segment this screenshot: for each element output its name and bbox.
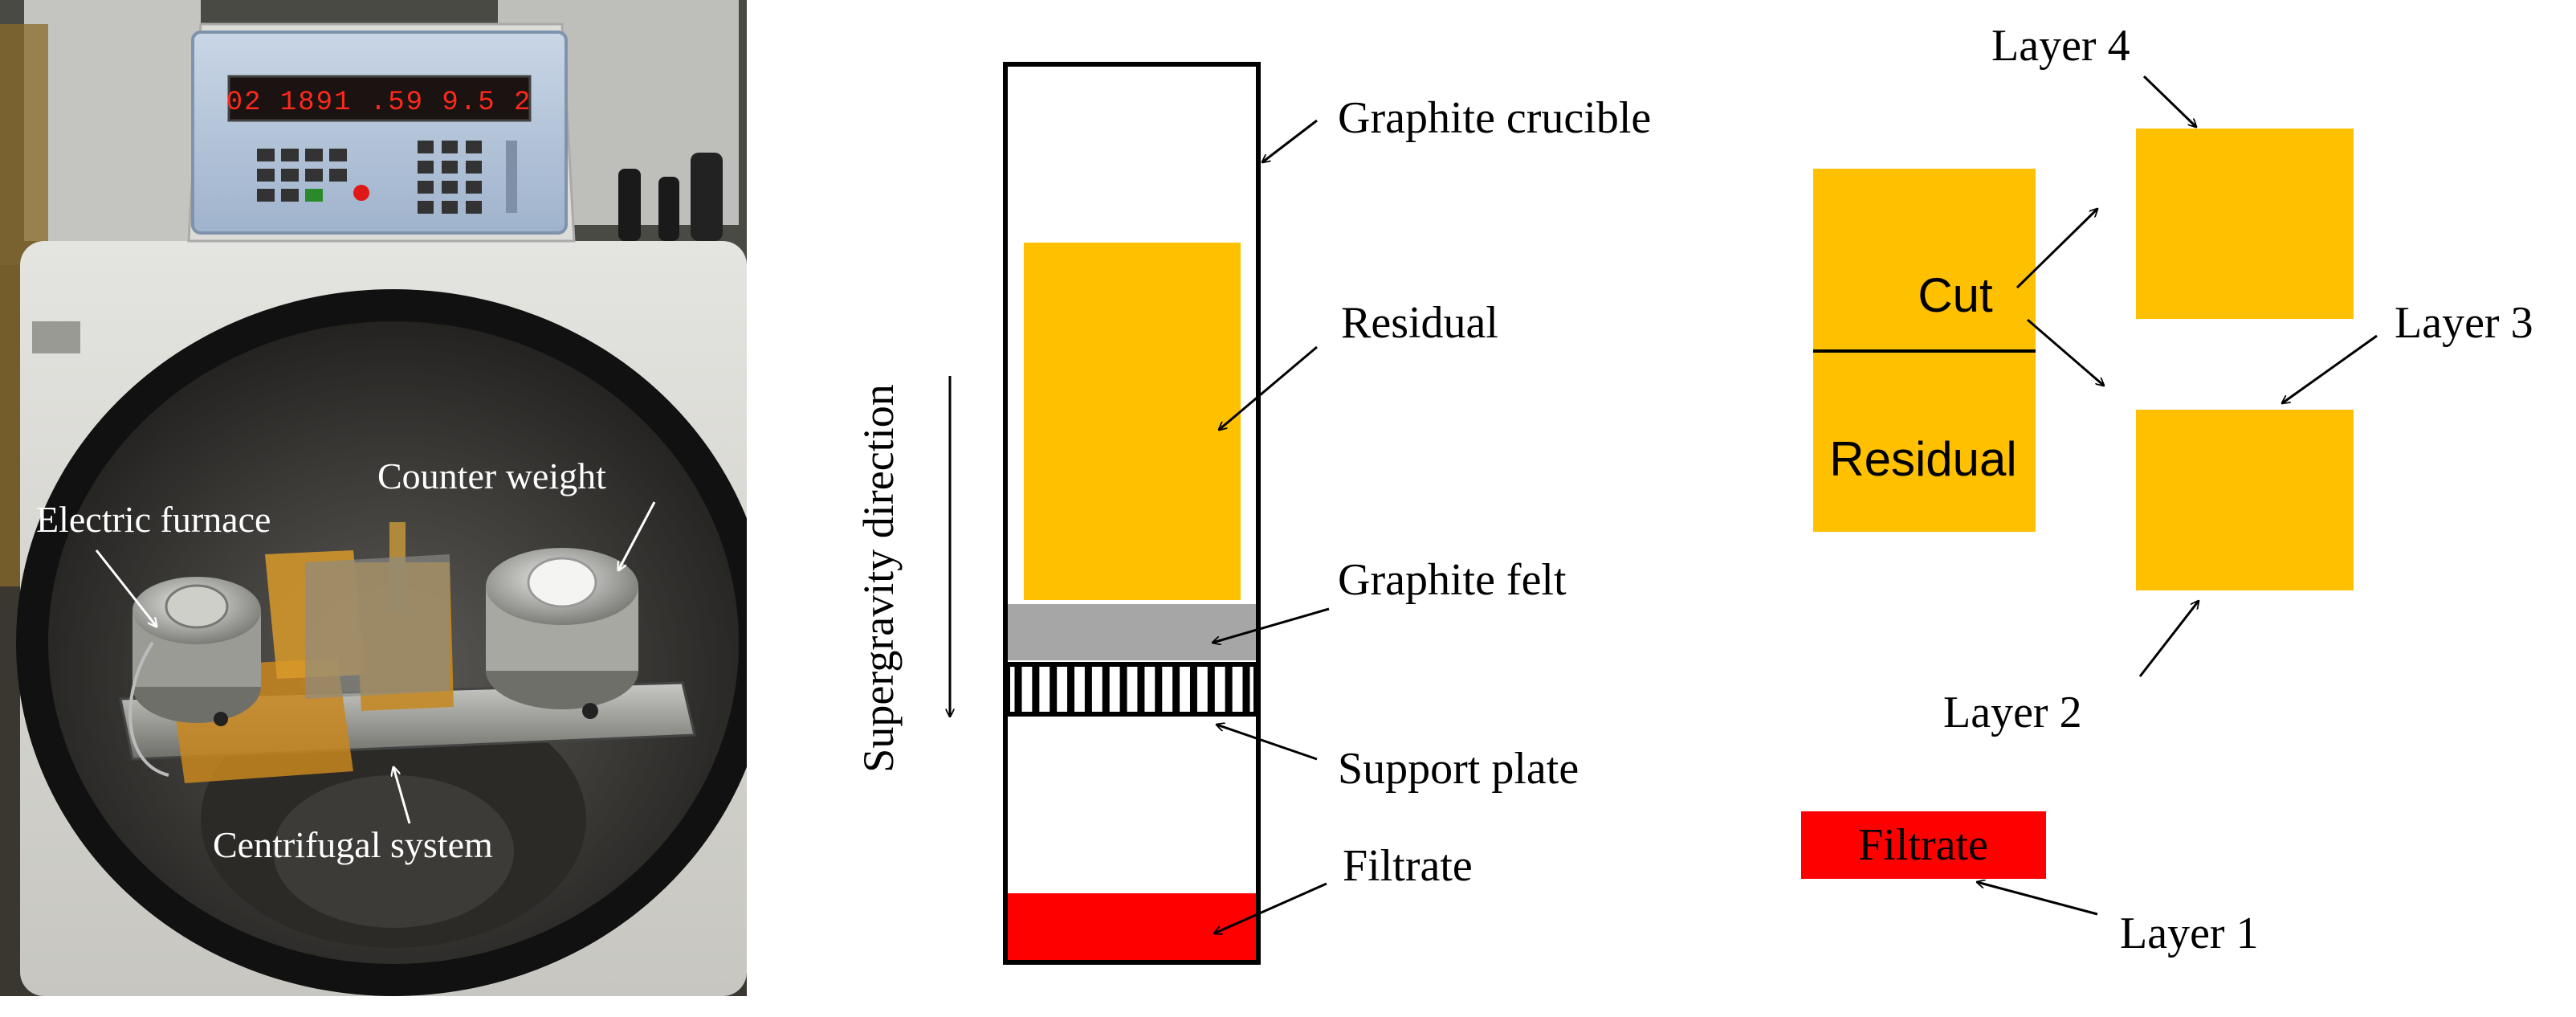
crucible-filtrate <box>1008 893 1256 960</box>
label-counter-weight: Counter weight <box>377 455 606 496</box>
arrow-graphite-felt <box>1213 607 1330 643</box>
arrow-layer-1 <box>1977 882 2098 916</box>
crucible-graphite-felt <box>1008 604 1256 660</box>
crucible-support-plate <box>1005 662 1258 717</box>
keypad-right <box>418 141 517 214</box>
layer-4-block <box>2136 129 2354 319</box>
arrow-filtrate <box>1214 882 1327 933</box>
label-centrifugal-system: Centrifugal system <box>213 824 493 865</box>
arrow-layer-4 <box>2142 75 2196 127</box>
crucible-residual <box>1024 243 1241 600</box>
control-panel: 02 1891 .59 9.5 2 <box>187 22 576 243</box>
rotor-assembly <box>119 522 696 783</box>
arrow-layer-2 <box>2138 601 2199 677</box>
label-filtrate: Filtrate <box>1343 841 1473 891</box>
label-supergravity-direction: Supergravity direction <box>854 384 903 772</box>
arrow-cut-to-layer-4 <box>2016 209 2097 289</box>
arrow-centrifugal-system <box>393 767 411 824</box>
arrow-electric-furnace <box>95 549 157 627</box>
keypad-left <box>257 149 369 202</box>
arrow-counter-weight <box>618 501 656 570</box>
centrifuge-photo: 02 1891 .59 9.5 2 <box>0 0 747 996</box>
layers-diagram: Cut Residual Layer 4 Layer 3 Layer 2 Fil… <box>1801 21 2533 958</box>
arrow-cut-to-layer-3 <box>2027 318 2104 386</box>
label-electric-furnace: Electric furnace <box>36 499 271 540</box>
label-layer-4: Layer 4 <box>1991 21 2130 71</box>
label-residual: Residual <box>1341 298 1498 348</box>
label-graphite-felt: Graphite felt <box>1338 555 1567 605</box>
filtrate-block <box>1801 811 2046 879</box>
arrow-support-plate <box>1217 725 1318 761</box>
svg-text:02 1891 .59 9.5 2: 02 1891 .59 9.5 2 <box>226 88 532 118</box>
label-block-filtrate: Filtrate <box>1858 820 1988 870</box>
layer-3-block <box>2136 410 2354 590</box>
label-block-residual: Residual <box>1829 432 2016 486</box>
label-cut: Cut <box>1918 268 1993 322</box>
digital-display <box>227 75 532 122</box>
crucible-diagram: Supergravity direction Graphite crucible… <box>854 62 1651 965</box>
label-support-plate: Support plate <box>1338 744 1579 794</box>
arrow-residual <box>1219 345 1318 430</box>
arrow-layer-3 <box>2282 334 2378 403</box>
label-layer-3: Layer 3 <box>2395 298 2533 348</box>
label-graphite-crucible: Graphite crucible <box>1338 93 1651 143</box>
label-layer-2: Layer 2 <box>1943 688 2082 737</box>
label-layer-1: Layer 1 <box>2120 909 2259 958</box>
arrow-graphite-crucible <box>1262 119 1318 162</box>
